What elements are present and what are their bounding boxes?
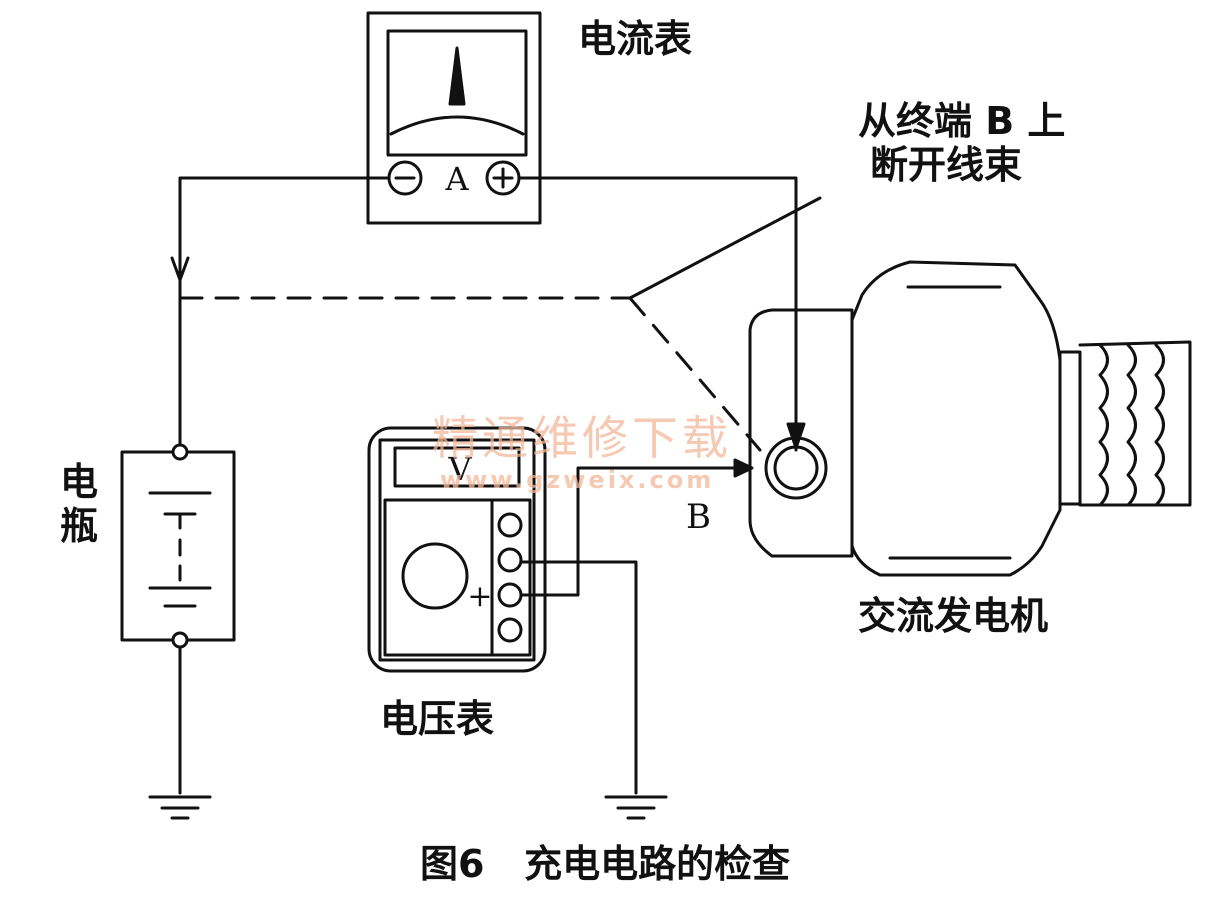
disconnect-note-line2: 断开线束 (870, 143, 1023, 187)
ammeter-scale-arc (389, 115, 525, 136)
voltmeter-jack-4 (497, 617, 523, 643)
battery-label: 电瓶 (60, 460, 99, 548)
voltmeter-panel (383, 498, 532, 657)
alternator-rear-housing (748, 308, 854, 558)
voltmeter (367, 426, 547, 673)
terminal-b-inner (773, 445, 819, 491)
voltmeter-jack-1 (497, 512, 523, 538)
watermark-text: 精通维修下载 (432, 411, 732, 465)
leader-line (628, 196, 822, 300)
terminal-b-outer (764, 436, 828, 500)
alternator-main-housing (850, 260, 1062, 577)
alternator-pulley-outline (1078, 340, 1192, 507)
voltmeter-dial (401, 542, 469, 610)
battery (120, 443, 236, 795)
ammeter-label: 电流表 (578, 17, 693, 61)
arrow-down-terminal (786, 422, 806, 450)
ground-middle (604, 795, 668, 820)
voltmeter-inner-frame (378, 438, 536, 662)
voltmeter-unit-label: V (447, 450, 472, 488)
wire-ammeter-to-battery (178, 176, 391, 452)
ammeter (366, 11, 542, 225)
disconnected-harness (178, 296, 762, 452)
ammeter-unit-label: A (444, 160, 469, 198)
disconnect-note-line1: 从终端 B 上 (858, 99, 1066, 143)
battery-top-node (171, 443, 189, 461)
alternator (748, 260, 1192, 577)
ammeter-dial-window (386, 29, 528, 157)
alternator-shaft-collar (1058, 350, 1082, 506)
wire-voltmeter-to-terminal-b (519, 466, 750, 597)
voltmeter-display (393, 446, 521, 488)
ammeter-body (366, 11, 542, 225)
voltmeter-body (367, 426, 547, 673)
figure-caption: 图6 充电电路的检查 (420, 842, 791, 886)
watermark-url: www.gzweix.com (440, 466, 715, 494)
wire-voltmeter-to-ground (519, 560, 638, 795)
arrow-down-left (170, 256, 190, 282)
voltmeter-jack-3 (497, 582, 523, 608)
arrow-right-terminal (733, 458, 754, 478)
ammeter-needle (448, 46, 466, 106)
battery-case (120, 450, 236, 642)
pulley-grooves-1 (1098, 343, 1109, 507)
wire-ammeter-to-terminal-b (517, 176, 798, 452)
alternator-label: 交流发电机 (858, 594, 1049, 638)
voltmeter-plus-label: + (467, 579, 492, 614)
ground-left (148, 795, 212, 820)
voltmeter-jack-2 (497, 547, 523, 573)
voltmeter-label: 电压表 (380, 697, 495, 741)
battery-bottom-node (171, 631, 189, 649)
terminal-b-label: B (686, 497, 711, 537)
